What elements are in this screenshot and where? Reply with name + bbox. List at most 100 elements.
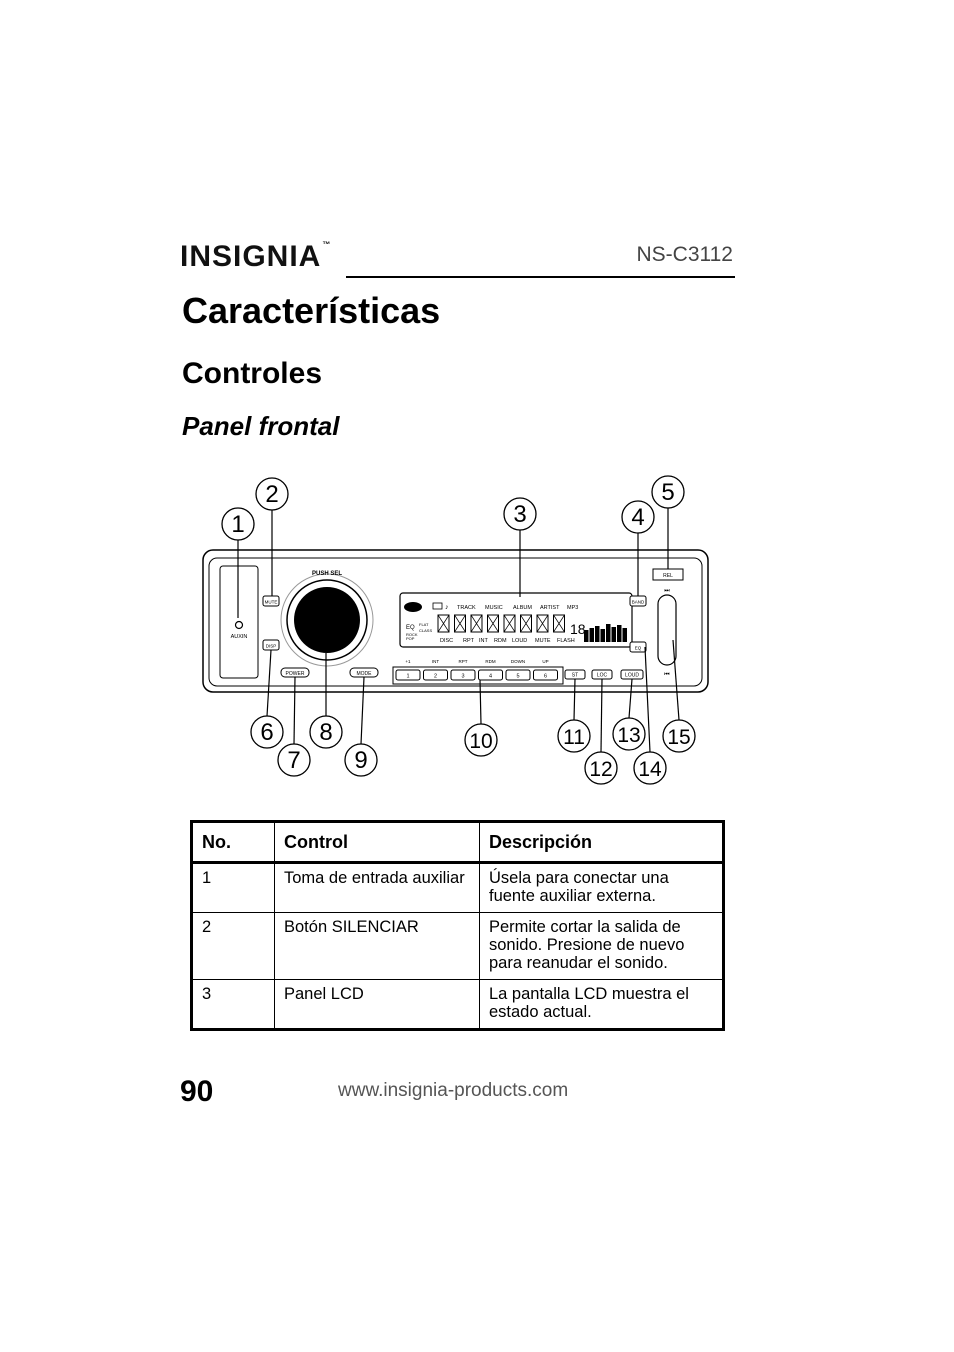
preset-button-2 xyxy=(423,669,448,681)
faceplate-outline xyxy=(202,549,709,693)
spectrum-bar xyxy=(595,626,600,642)
callout-14 xyxy=(633,751,667,785)
callout-number: 13 xyxy=(617,724,640,747)
cell-description: Permite cortar la salida de sonido. Pres… xyxy=(479,912,724,980)
callout-1 xyxy=(221,507,255,541)
mode-label: MODE xyxy=(357,671,373,677)
lcd-track-digits: 18 xyxy=(570,621,586,637)
lcd-eq-label: POP xyxy=(406,636,415,641)
col-header-description: Descripción xyxy=(479,821,724,864)
preset-caption: RPT xyxy=(459,659,468,664)
callout-leader-13 xyxy=(628,678,633,719)
preset-button-label: 4 xyxy=(489,674,492,680)
st-label: ST xyxy=(572,673,578,679)
cell-description: La pantalla LCD muestra el estado actual… xyxy=(489,985,689,1021)
preset-button-label: 3 xyxy=(461,674,464,680)
callout-15 xyxy=(662,719,696,753)
table-header-row: No. Control Descripción xyxy=(191,821,724,864)
lcd-char-cell xyxy=(454,614,466,633)
callout-3 xyxy=(503,497,537,531)
preset-caption: +1 xyxy=(405,659,411,664)
rel-label: REL xyxy=(663,573,673,579)
callout-number: 6 xyxy=(260,719,273,746)
lcd-char-segment xyxy=(553,614,565,633)
loc-label: LOC xyxy=(597,673,608,679)
cell-control: Panel LCD xyxy=(274,979,480,1030)
table-row: 3 Panel LCD La pantalla LCD muestra el e… xyxy=(191,979,724,1030)
loud-label: LOUD xyxy=(625,673,639,679)
lcd-char-segment xyxy=(520,614,532,633)
controls-table: No. Control Descripción 1 Toma de entrad… xyxy=(190,820,725,1031)
eq-label: EQ xyxy=(635,646,642,651)
callout-number: 3 xyxy=(513,501,526,528)
subsection-heading: Panel frontal xyxy=(182,411,340,441)
callout-leader-9 xyxy=(360,676,365,745)
callout-number: 14 xyxy=(638,758,662,781)
spectrum-bar xyxy=(611,627,616,642)
table-row: 2 Botón SILENCIAR Permite cortar la sali… xyxy=(191,912,724,980)
callout-number: 10 xyxy=(469,730,492,753)
next-track-icon: ⏭ xyxy=(664,588,670,594)
lcd-char-segment xyxy=(470,614,483,633)
spectrum-bar xyxy=(600,629,605,642)
lcd-char-segment xyxy=(503,614,516,633)
col-header-no: No. xyxy=(191,821,275,864)
callout-12 xyxy=(584,751,618,785)
mute-label: MUTE xyxy=(265,600,278,605)
section-heading: Controles xyxy=(182,357,323,390)
lcd-indicator-top: ARTIST xyxy=(540,605,560,611)
lcd-eq-label: CLASS xyxy=(419,628,432,633)
insignia-logo: INSIGNIA™ xyxy=(180,240,331,274)
lcd-indicator-bottom: DISC xyxy=(440,638,453,644)
cell-no: 3 xyxy=(191,979,275,1030)
callout-2 xyxy=(255,477,289,511)
cell-control: Botón SILENCIAR xyxy=(274,912,480,980)
preset-button-label: 5 xyxy=(516,674,519,680)
lcd-indicator-bottom: MUTE xyxy=(535,638,551,644)
callout-7 xyxy=(277,743,311,777)
push-sel-label: PUSH SEL xyxy=(312,571,342,577)
callout-leader-14 xyxy=(644,646,651,753)
lcd-eq-label: ROCK xyxy=(406,632,418,637)
spectrum-bar xyxy=(617,625,622,642)
faceplate-inner xyxy=(208,557,703,687)
music-note-icon: ♪ xyxy=(445,604,449,611)
callout-8 xyxy=(309,715,343,749)
page-title: Características xyxy=(182,290,441,331)
knob-ring-outer xyxy=(280,573,374,667)
prev-track-icon: ⏮ xyxy=(664,672,670,678)
callout-number: 15 xyxy=(667,726,690,749)
lcd-char-segment xyxy=(536,614,549,633)
lcd-eq-label: FLAT xyxy=(419,622,429,627)
lcd-char-cell xyxy=(553,614,565,633)
lcd-indicator-top: MUSIC xyxy=(485,605,503,611)
preset-button-4 xyxy=(478,669,503,681)
preset-button-6 xyxy=(533,669,558,681)
lcd-spectrum-bars xyxy=(584,624,627,642)
folder-icon xyxy=(432,602,443,610)
footer-url: www.insignia-products.com xyxy=(338,1080,569,1101)
callout-leader-6 xyxy=(266,649,272,717)
lcd-char-cell xyxy=(536,614,549,633)
aux-panel xyxy=(219,565,259,679)
power-label: POWER xyxy=(286,671,305,677)
callout-5 xyxy=(651,475,685,509)
spectrum-bar xyxy=(589,628,594,642)
preset-caption: INT xyxy=(432,659,440,664)
lcd-indicator-bottom: RDM xyxy=(494,638,507,644)
band-label: BAND xyxy=(632,600,645,605)
preset-caption: RDM xyxy=(485,659,495,664)
cell-control: Toma de entrada auxiliar xyxy=(274,862,480,913)
callout-number: 9 xyxy=(354,747,367,774)
col-header-control: Control xyxy=(274,821,480,864)
callout-13 xyxy=(612,717,646,751)
callout-9 xyxy=(344,743,378,777)
spectrum-bar xyxy=(584,630,589,642)
preset-button-label: 1 xyxy=(406,674,409,680)
lcd-digit-segments xyxy=(437,614,565,633)
lcd-char-segment xyxy=(454,614,466,633)
table-row: 1 Toma de entrada auxiliar Úsela para co… xyxy=(191,862,724,913)
